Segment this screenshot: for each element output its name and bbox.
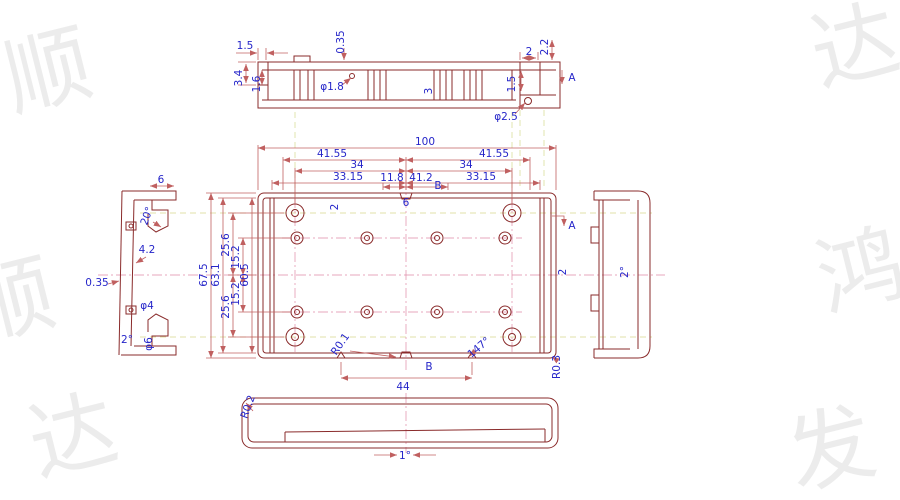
dim-label-front-100: 100: [415, 136, 435, 148]
dim-label-left-dia4: φ4: [140, 300, 154, 312]
dim-label-front-25-6-bottom: 25.6: [220, 295, 232, 319]
watermark-char: 达: [19, 378, 127, 496]
part-geometry: [118, 55, 651, 449]
dim-label-left-dia6: φ6: [143, 337, 155, 351]
dim-label-front-41-55-r: 41.55: [479, 148, 509, 160]
dim-label-front-33-15-l: 33.15: [333, 171, 363, 183]
front-view: [257, 192, 557, 359]
dim-label-left-4-2: 4.2: [139, 244, 156, 256]
dim-label-bottom-1deg: 1°: [399, 450, 411, 462]
dim-label-front-147deg: 147°: [466, 335, 493, 360]
dim-label-sec-1-5: 1.5: [237, 40, 254, 52]
dim-label-front-63-1: 63.1: [210, 263, 222, 286]
centerlines: [98, 180, 665, 453]
dim-label-left-20deg: 20°: [138, 205, 156, 227]
dim-label-sec-dia-2-5: φ2.5: [494, 111, 518, 123]
dim-label-front-25-6-top: 25.6: [220, 233, 232, 257]
dim-label-sec-1-6: 1.6: [251, 75, 263, 92]
watermark-char: 顺: [0, 13, 102, 131]
dim-label-front-15-2-bottom: 15.2: [230, 282, 242, 305]
dim-label-left-2deg: 2°: [121, 334, 133, 346]
dim-label-front-44: 44: [396, 381, 410, 393]
dim-label-front-67-5: 67.5: [198, 263, 210, 286]
dim-label-sec-3-4: 3.4: [233, 69, 245, 86]
dim-label-sec-3: 3: [423, 88, 435, 95]
section-marker-a-top: A: [568, 72, 576, 84]
dim-label-front-11-8: 11.8: [380, 172, 403, 184]
dim-label-bottom-r0-2: R0.2: [238, 394, 257, 421]
dim-label-front-15-2-top: 15.2: [230, 245, 242, 268]
dimension-lines: [107, 40, 567, 458]
dim-label-front-41-55-l: 41.55: [317, 148, 347, 160]
dim-label-sec-dia-1-8: φ1.8: [320, 81, 344, 93]
watermark-char: 达: [801, 0, 900, 106]
right-side-view: [590, 190, 651, 359]
watermark-char: 鸿: [807, 213, 900, 331]
dim-label-front-60-5: 60.5: [239, 263, 251, 286]
section-view: [257, 55, 561, 109]
watermark-char: 顺: [0, 243, 65, 361]
section-marker-a-front: A: [568, 220, 576, 232]
bottom-view: [241, 397, 559, 449]
dim-label-front-6-notch: 6: [403, 197, 410, 209]
dim-label-sec-2: 2: [526, 46, 533, 58]
dim-label-front-r0-3: R0.3: [551, 355, 563, 379]
dim-label-front-34-r: 34: [459, 159, 473, 171]
dim-label-left-6: 6: [158, 174, 165, 186]
dim-label-left-0-35: 0.35: [85, 277, 108, 289]
dim-label-sec-0-35: 0.35: [335, 30, 347, 53]
dim-label-front-r0-1: R0.1: [329, 331, 353, 358]
watermark-char: 发: [777, 391, 885, 500]
dim-label-sec-1-5b: 1.5: [506, 76, 518, 93]
dim-label-sec-2-2: 2.2: [539, 39, 551, 56]
dim-label-front-41-2: 41.2: [409, 172, 432, 184]
dim-label-front-33-15-r: 33.15: [466, 171, 496, 183]
dim-label-front-2-top: 2: [329, 204, 341, 211]
dim-label-front-2-right: 2: [557, 269, 569, 276]
detail-marker-b-bottom: B: [425, 361, 432, 373]
detail-marker-b-top: B: [434, 180, 441, 192]
left-side-view: [118, 190, 177, 356]
dimension-labels: 1.5 0.35 3.4 1.6 φ1.8 3 1.5 2 2.2 φ2.5 A…: [85, 30, 631, 462]
dim-label-right-2deg: 2°: [619, 266, 631, 278]
dim-label-front-34-l: 34: [350, 159, 364, 171]
